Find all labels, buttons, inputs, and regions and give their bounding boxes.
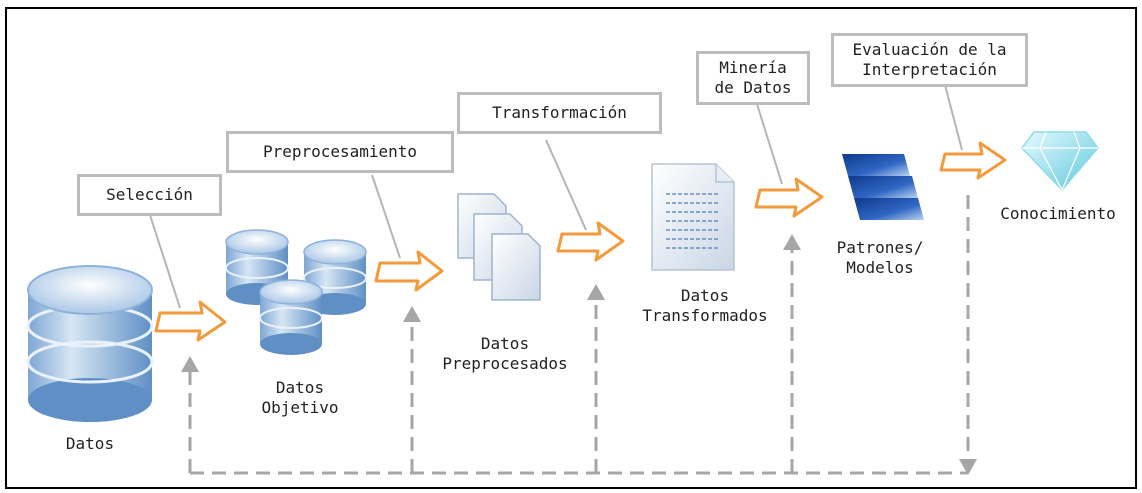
transformacion-stage-label: Transformación — [457, 92, 662, 134]
patrones-modelos-caption: Patrones/ Modelos — [836, 238, 924, 277]
up-arrowhead-mineria — [783, 234, 801, 250]
database-large-icon — [26, 265, 154, 422]
datos-caption: Datos — [65, 434, 115, 453]
orange-arrow-2 — [374, 250, 444, 292]
datos-objetivo-caption: Datos Objetivo — [261, 378, 339, 417]
orange-arrow-4 — [754, 177, 824, 218]
preprocesamiento-stage-label: Preprocesamiento — [226, 131, 454, 173]
up-arrowhead-preprocesamiento — [403, 306, 421, 322]
evaluacion-stage-label: Evaluación de la Interpretación — [831, 33, 1028, 87]
patterns-models-icon — [842, 154, 924, 220]
documents-stack-icon — [457, 193, 541, 301]
databases-small-icon — [225, 229, 367, 355]
feedback-loop — [188, 195, 970, 475]
transformed-document-icon — [651, 163, 735, 271]
mineria-stage-label: Minería de Datos — [696, 51, 810, 105]
orange-arrow-3 — [556, 221, 625, 262]
outer-border — [5, 7, 1137, 489]
conocimiento-caption: Conocimiento — [1000, 204, 1116, 223]
orange-arrow-5 — [939, 141, 1007, 180]
datos-transformados-caption: Datos Transformados — [642, 286, 768, 325]
up-arrowhead-transformacion — [587, 284, 605, 300]
process-arrows — [154, 141, 1007, 342]
up-arrowhead-seleccion — [181, 356, 199, 372]
orange-arrow-1 — [154, 300, 227, 342]
seleccion-stage-label: Selección — [77, 174, 222, 216]
datos-preprocesados-caption: Datos Preprocesados — [442, 334, 568, 373]
diamond-icon — [1021, 131, 1099, 192]
down-arrowhead-conocimiento — [959, 459, 977, 475]
pointer-lines — [149, 84, 963, 309]
